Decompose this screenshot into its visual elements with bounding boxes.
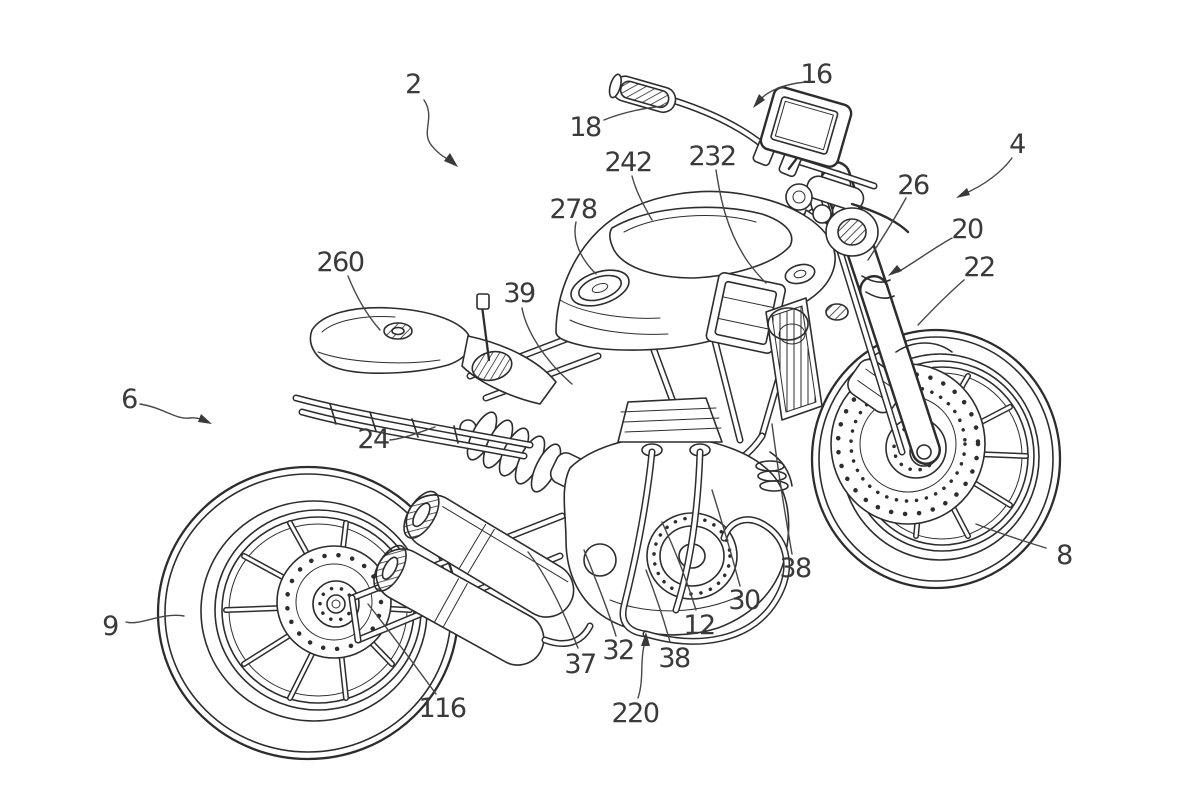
ref-labels: 2 16 18 242 232 278 26 4 20 22 260 39 6 … — [102, 59, 1074, 729]
ref-label-39: 39 — [503, 278, 535, 309]
ref-label-20: 20 — [951, 214, 983, 245]
ref-label-9: 9 — [102, 611, 118, 642]
ref-label-242: 242 — [604, 147, 651, 178]
ref-label-26: 26 — [897, 170, 929, 201]
ref-label-24: 24 — [357, 424, 389, 455]
ref-label-8: 8 — [1056, 540, 1072, 571]
front-wheel — [810, 328, 1062, 590]
right-grip — [806, 175, 865, 212]
tail-section — [292, 293, 557, 460]
ref-label-232: 232 — [688, 141, 735, 172]
ref-label-37: 37 — [564, 649, 595, 680]
rear-brake-disc — [276, 545, 392, 659]
engine — [563, 397, 793, 645]
ref-label-30: 30 — [728, 585, 760, 616]
display-screen — [759, 86, 853, 171]
ref-label-18: 18 — [569, 112, 601, 143]
ref-label-260: 260 — [316, 247, 363, 278]
ref-label-4: 4 — [1009, 129, 1025, 160]
ref-label-22: 22 — [963, 252, 994, 283]
leader-lines — [125, 81, 1047, 699]
ref-label-38-fork: 38 — [779, 553, 811, 584]
brake-lever — [850, 202, 910, 234]
ref-label-6: 6 — [121, 384, 137, 415]
ref-label-12: 12 — [683, 610, 714, 641]
rear-wheel — [156, 465, 460, 761]
ref-label-2: 2 — [405, 69, 421, 100]
ref-label-16: 16 — [800, 59, 832, 90]
ref-label-38-mid: 38 — [658, 643, 690, 674]
exhaust-mufflers — [373, 490, 594, 666]
ref-label-116: 116 — [418, 693, 465, 724]
radiator — [765, 297, 849, 421]
ref-label-278: 278 — [549, 194, 596, 225]
ref-label-220: 220 — [611, 698, 658, 729]
motorcycle-drawing — [156, 73, 1062, 761]
ref-label-32: 32 — [602, 635, 633, 666]
handlebar — [608, 73, 910, 257]
left-grip — [608, 73, 677, 114]
